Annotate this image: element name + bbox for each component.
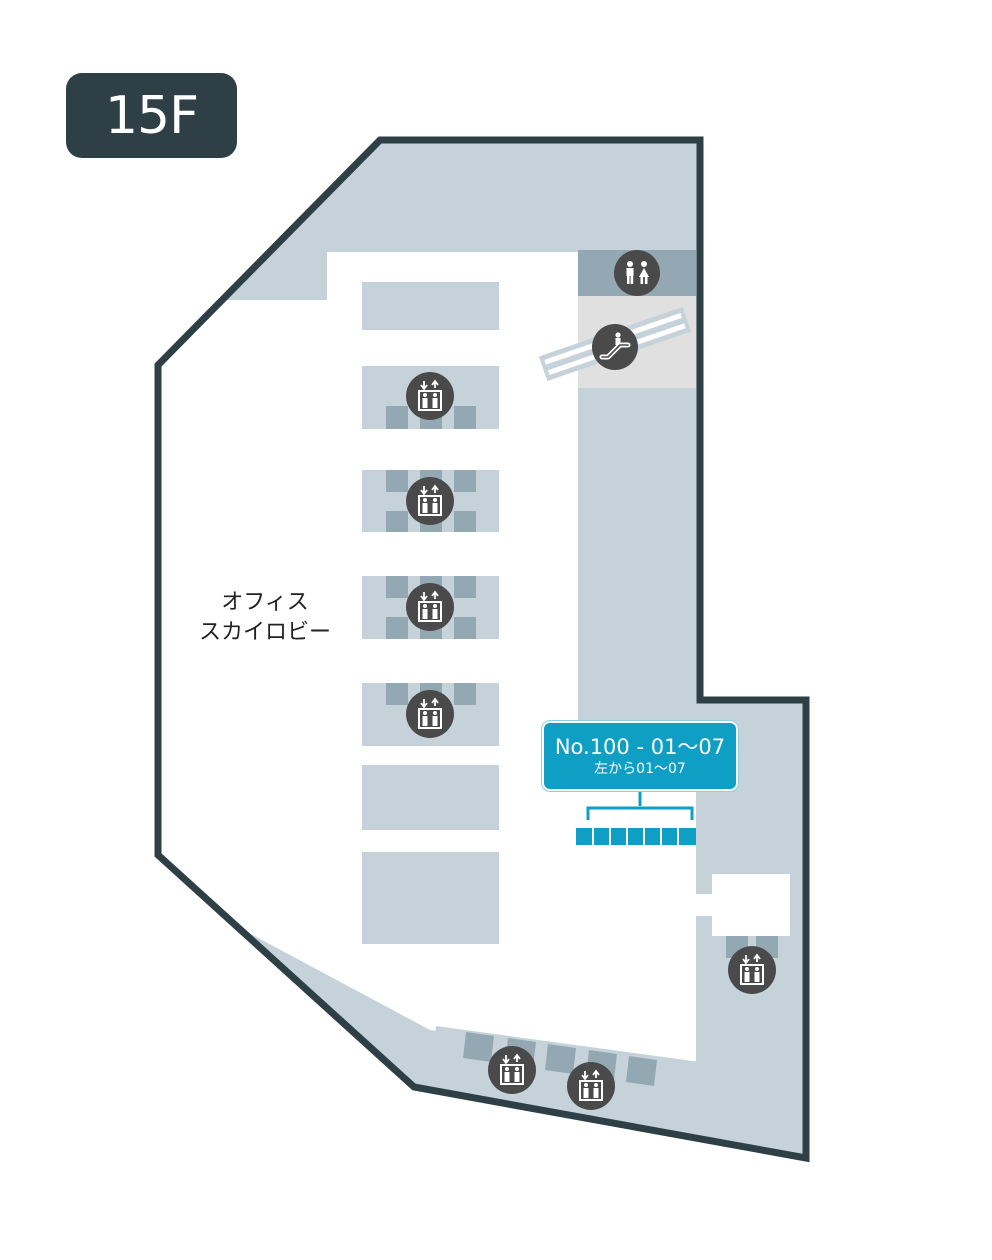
elevator-icon[interactable] [566,1061,616,1111]
shop-units-no100[interactable] [576,790,696,845]
side-room [712,874,790,936]
escalator-icon[interactable] [592,324,638,370]
restroom-icon[interactable] [614,250,660,296]
elevator-icon[interactable] [405,689,455,739]
area-label-office-sky-lobby: オフィス スカイロビー [180,588,350,648]
shop-number: No.100 - 01～07 [554,735,726,759]
area-label-line: オフィス [221,590,309,615]
floor-label: 15F [104,85,199,146]
elevator-icon[interactable] [727,945,777,995]
elevator-icon[interactable] [405,371,455,421]
shop-tag-no100[interactable]: No.100 - 01～07 左から01～07 [542,721,738,791]
floor-indicator-badge: 15F [66,73,237,158]
elevator-icon[interactable] [405,476,455,526]
building-outline [154,136,810,1163]
area-label-line: スカイロビー [198,620,331,645]
elevator-icon[interactable] [487,1045,537,1095]
shop-number-note: 左から01～07 [594,761,686,777]
lobby-area [158,252,696,1070]
elevator-icon[interactable] [405,582,455,632]
